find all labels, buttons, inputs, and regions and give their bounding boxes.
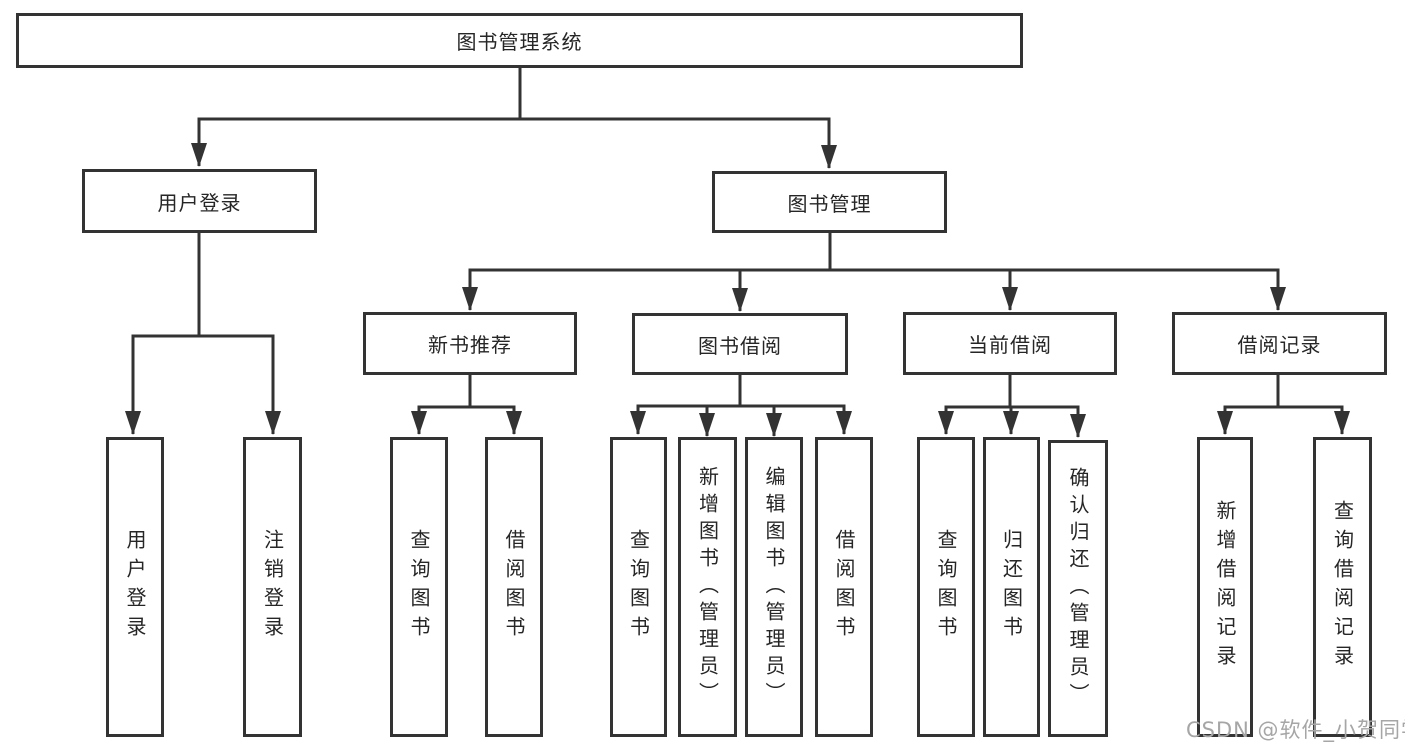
leaf-bb-add-books-admin: 新增图书（管理员） bbox=[678, 437, 737, 737]
connector-user-login-to-leaves bbox=[125, 233, 281, 435]
leaf-bb-edit-books-admin: 编辑图书（管理员） bbox=[745, 437, 803, 737]
leaf-cb-return-books: 归还图书 bbox=[983, 437, 1040, 737]
leaf-br-add-record-label: 新增借阅记录 bbox=[1213, 500, 1237, 674]
node-root-system-label: 图书管理系统 bbox=[456, 30, 583, 54]
connector-root-to-level2 bbox=[191, 68, 837, 169]
node-book-borrow-label: 图书借阅 bbox=[698, 333, 782, 358]
node-borrow-records-label: 借阅记录 bbox=[1237, 333, 1322, 357]
node-root-system: 图书管理系统 bbox=[16, 13, 1023, 68]
leaf-cb-query-books-label: 查询图书 bbox=[934, 529, 958, 645]
leaf-br-query-record-label: 查询借阅记录 bbox=[1330, 500, 1355, 674]
connector-new-book-to-leaves bbox=[411, 375, 522, 435]
connector-current-borrow-to-leaves bbox=[938, 375, 1086, 438]
leaf-bb-query-books-label: 查询图书 bbox=[626, 529, 651, 645]
leaf-cb-confirm-return-admin: 确认归还（管理员） bbox=[1048, 440, 1108, 737]
node-book-mgmt: 图书管理 bbox=[712, 171, 947, 233]
leaf-user-login: 用户登录 bbox=[106, 437, 164, 737]
leaf-nb-borrow-books-label: 借阅图书 bbox=[502, 529, 526, 645]
leaf-logout: 注销登录 bbox=[243, 437, 302, 737]
node-user-login-label: 用户登录 bbox=[157, 190, 242, 215]
connector-borrow-records-to-leaves bbox=[1217, 375, 1350, 435]
node-borrow-records: 借阅记录 bbox=[1172, 312, 1387, 375]
node-new-book-recommend: 新书推荐 bbox=[363, 312, 577, 375]
leaf-bb-borrow-books-label: 借阅图书 bbox=[832, 529, 856, 645]
node-new-book-recommend-label: 新书推荐 bbox=[428, 333, 512, 357]
leaf-user-login-label: 用户登录 bbox=[123, 529, 147, 645]
leaf-nb-query-books-label: 查询图书 bbox=[407, 529, 431, 645]
leaf-bb-borrow-books: 借阅图书 bbox=[815, 437, 873, 737]
connector-book-borrow-to-leaves bbox=[630, 375, 852, 437]
watermark: CSDN @软件_小贺同学 bbox=[1186, 718, 1405, 742]
leaf-nb-query-books: 查询图书 bbox=[390, 437, 448, 737]
leaf-br-add-record: 新增借阅记录 bbox=[1197, 437, 1253, 737]
leaf-cb-confirm-return-admin-label: 确认归还（管理员） bbox=[1066, 467, 1090, 710]
node-book-mgmt-label: 图书管理 bbox=[787, 191, 872, 216]
leaf-cb-return-books-label: 归还图书 bbox=[999, 529, 1024, 645]
leaf-logout-label: 注销登录 bbox=[260, 529, 285, 645]
leaf-bb-add-books-admin-label: 新增图书（管理员） bbox=[695, 465, 720, 709]
node-book-borrow: 图书借阅 bbox=[632, 313, 848, 375]
leaf-br-query-record: 查询借阅记录 bbox=[1313, 437, 1372, 737]
leaf-bb-edit-books-admin-label: 编辑图书（管理员） bbox=[762, 465, 786, 709]
leaf-nb-borrow-books: 借阅图书 bbox=[485, 437, 543, 737]
connector-book-mgmt-to-level3 bbox=[462, 233, 1286, 312]
node-user-login: 用户登录 bbox=[82, 169, 317, 233]
leaf-cb-query-books: 查询图书 bbox=[917, 437, 975, 737]
node-current-borrow: 当前借阅 bbox=[903, 312, 1117, 375]
node-current-borrow-label: 当前借阅 bbox=[968, 333, 1052, 357]
leaf-bb-query-books: 查询图书 bbox=[610, 437, 667, 737]
